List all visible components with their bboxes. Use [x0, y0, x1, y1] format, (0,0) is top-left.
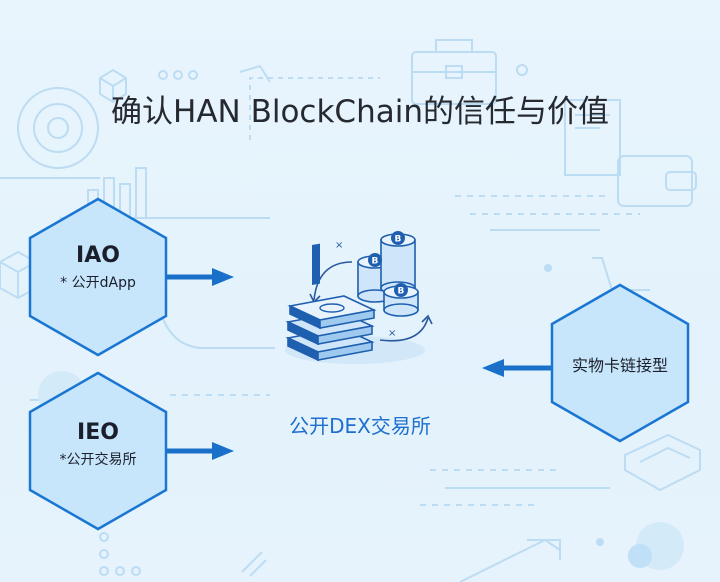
target-icon — [17, 87, 99, 169]
node-iao-sub: * 公开dApp — [60, 275, 136, 291]
arrow-ieo — [166, 442, 234, 460]
node-ieo-sub: *公开交易所 — [59, 452, 137, 468]
center-label: 公开DEX交易所 — [289, 414, 431, 438]
svg-text:B: B — [395, 235, 402, 245]
briefcase-icon — [411, 51, 497, 105]
arrow-physical — [482, 359, 552, 377]
node-physical: 实物卡链接型 — [552, 352, 688, 376]
hexagon-physical — [550, 283, 690, 443]
wallet-icon — [617, 155, 693, 207]
svg-text:B: B — [372, 257, 379, 267]
money-and-coins-icon: × × B B B — [285, 231, 433, 364]
svg-text:B: B — [398, 287, 405, 297]
svg-text:×: × — [388, 328, 396, 339]
svg-text:×: × — [335, 240, 343, 251]
cube-icon — [99, 68, 127, 104]
hexagon-ieo — [28, 371, 168, 531]
node-iao: IAO * 公开dApp — [30, 243, 166, 292]
node-physical-label: 实物卡链接型 — [571, 356, 668, 375]
node-ieo: IEO *公开交易所 — [30, 420, 166, 469]
diagram-title: 确认HAN BlockChain的信任与价值 — [111, 94, 609, 130]
node-iao-label: IAO — [76, 243, 120, 268]
document-icon — [564, 99, 621, 176]
node-ieo-label: IEO — [77, 420, 119, 445]
hexagon-iao — [28, 197, 168, 357]
arrow-iao — [166, 268, 234, 286]
